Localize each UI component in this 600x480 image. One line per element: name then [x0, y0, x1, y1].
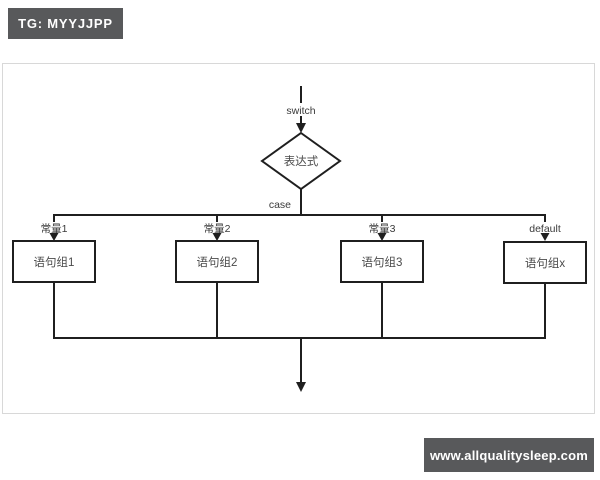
branch3-label-mask: [366, 222, 398, 233]
branch4-action-text: 语句组x: [525, 256, 565, 270]
branch2-action-box: [175, 240, 259, 283]
branch1-action-text: 语句组1: [34, 255, 75, 269]
branch3-action-text: 语句组3: [362, 255, 403, 269]
branch3-action-box: [340, 240, 424, 283]
branch4-arrowhead: [540, 233, 550, 241]
branch2-condition-label: 常量2: [204, 222, 231, 235]
branch1-label-mask: [38, 222, 70, 233]
branch1-action-box: [12, 240, 96, 283]
watermark-text: www.allqualitysleep.com: [430, 447, 588, 463]
entry-label: switch: [286, 105, 315, 117]
branch1-arrowhead: [49, 233, 59, 241]
entry-label-mask: [282, 103, 320, 116]
branch3-condition-label: 常量3: [369, 222, 396, 235]
diagram-panel: [2, 63, 595, 414]
branch3-arrowhead: [377, 233, 387, 241]
branch2-label-mask: [201, 222, 233, 233]
case-label: case: [269, 199, 291, 211]
arrowhead-into-decision: [296, 123, 306, 133]
branch4-label-mask: [527, 222, 563, 233]
branch2-arrowhead: [212, 233, 222, 241]
exit-arrowhead: [296, 382, 306, 392]
branch1-condition-label: 常量1: [41, 222, 68, 235]
channel-badge-text: TG: MYYJJPP: [18, 16, 113, 31]
watermark-badge: www.allqualitysleep.com: [424, 438, 594, 472]
branch4-action-box: [503, 241, 587, 284]
decision-text: 表达式: [284, 154, 319, 168]
branch2-action-text: 语句组2: [197, 255, 238, 269]
branch4-condition-label: default: [529, 223, 561, 235]
channel-badge: TG: MYYJJPP: [8, 8, 123, 39]
